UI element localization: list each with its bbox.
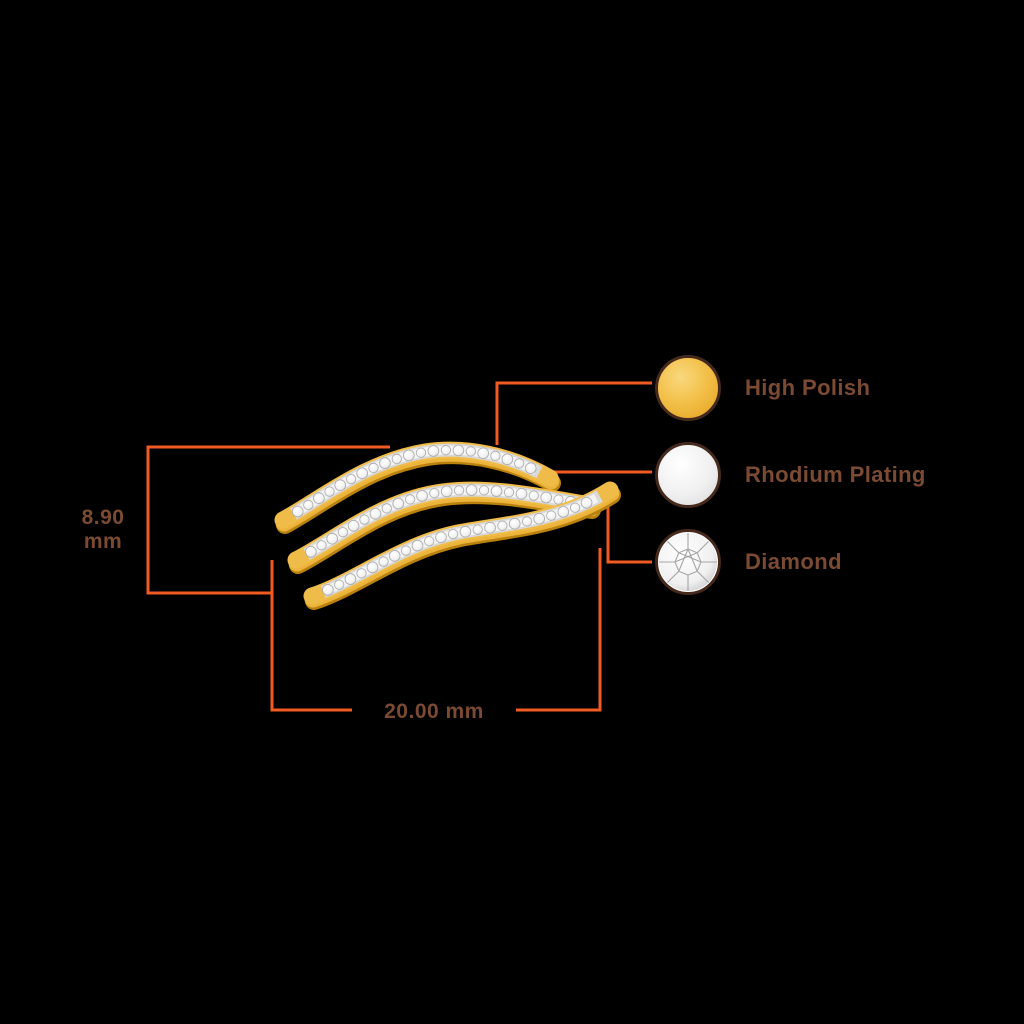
width-dimension-label: 20.00 mm	[352, 700, 516, 724]
callout-line-diamond	[606, 487, 652, 564]
legend-label-rhodium-plating: Rhodium Plating	[745, 462, 926, 487]
height-dimension-label: 8.90 mm	[81, 506, 125, 553]
legend-item-diamond: Diamond	[655, 528, 842, 596]
gold-swatch-icon	[655, 355, 721, 421]
callout-line-high-polish	[495, 381, 652, 445]
width-dimension-line	[270, 548, 602, 712]
legend-label-high-polish: High Polish	[745, 375, 871, 400]
legend-item-high-polish: High Polish	[655, 354, 870, 422]
legend-item-rhodium-plating: Rhodium Plating	[655, 441, 926, 509]
jewelry-illustration	[274, 441, 621, 610]
rhodium-swatch-icon	[655, 442, 721, 508]
legend-label-diamond: Diamond	[745, 549, 842, 574]
diamond-facets-icon	[659, 533, 717, 591]
height-dimension-line	[146, 445, 390, 595]
dimension-lines	[146, 381, 652, 712]
diamond-swatch-icon	[655, 529, 721, 595]
